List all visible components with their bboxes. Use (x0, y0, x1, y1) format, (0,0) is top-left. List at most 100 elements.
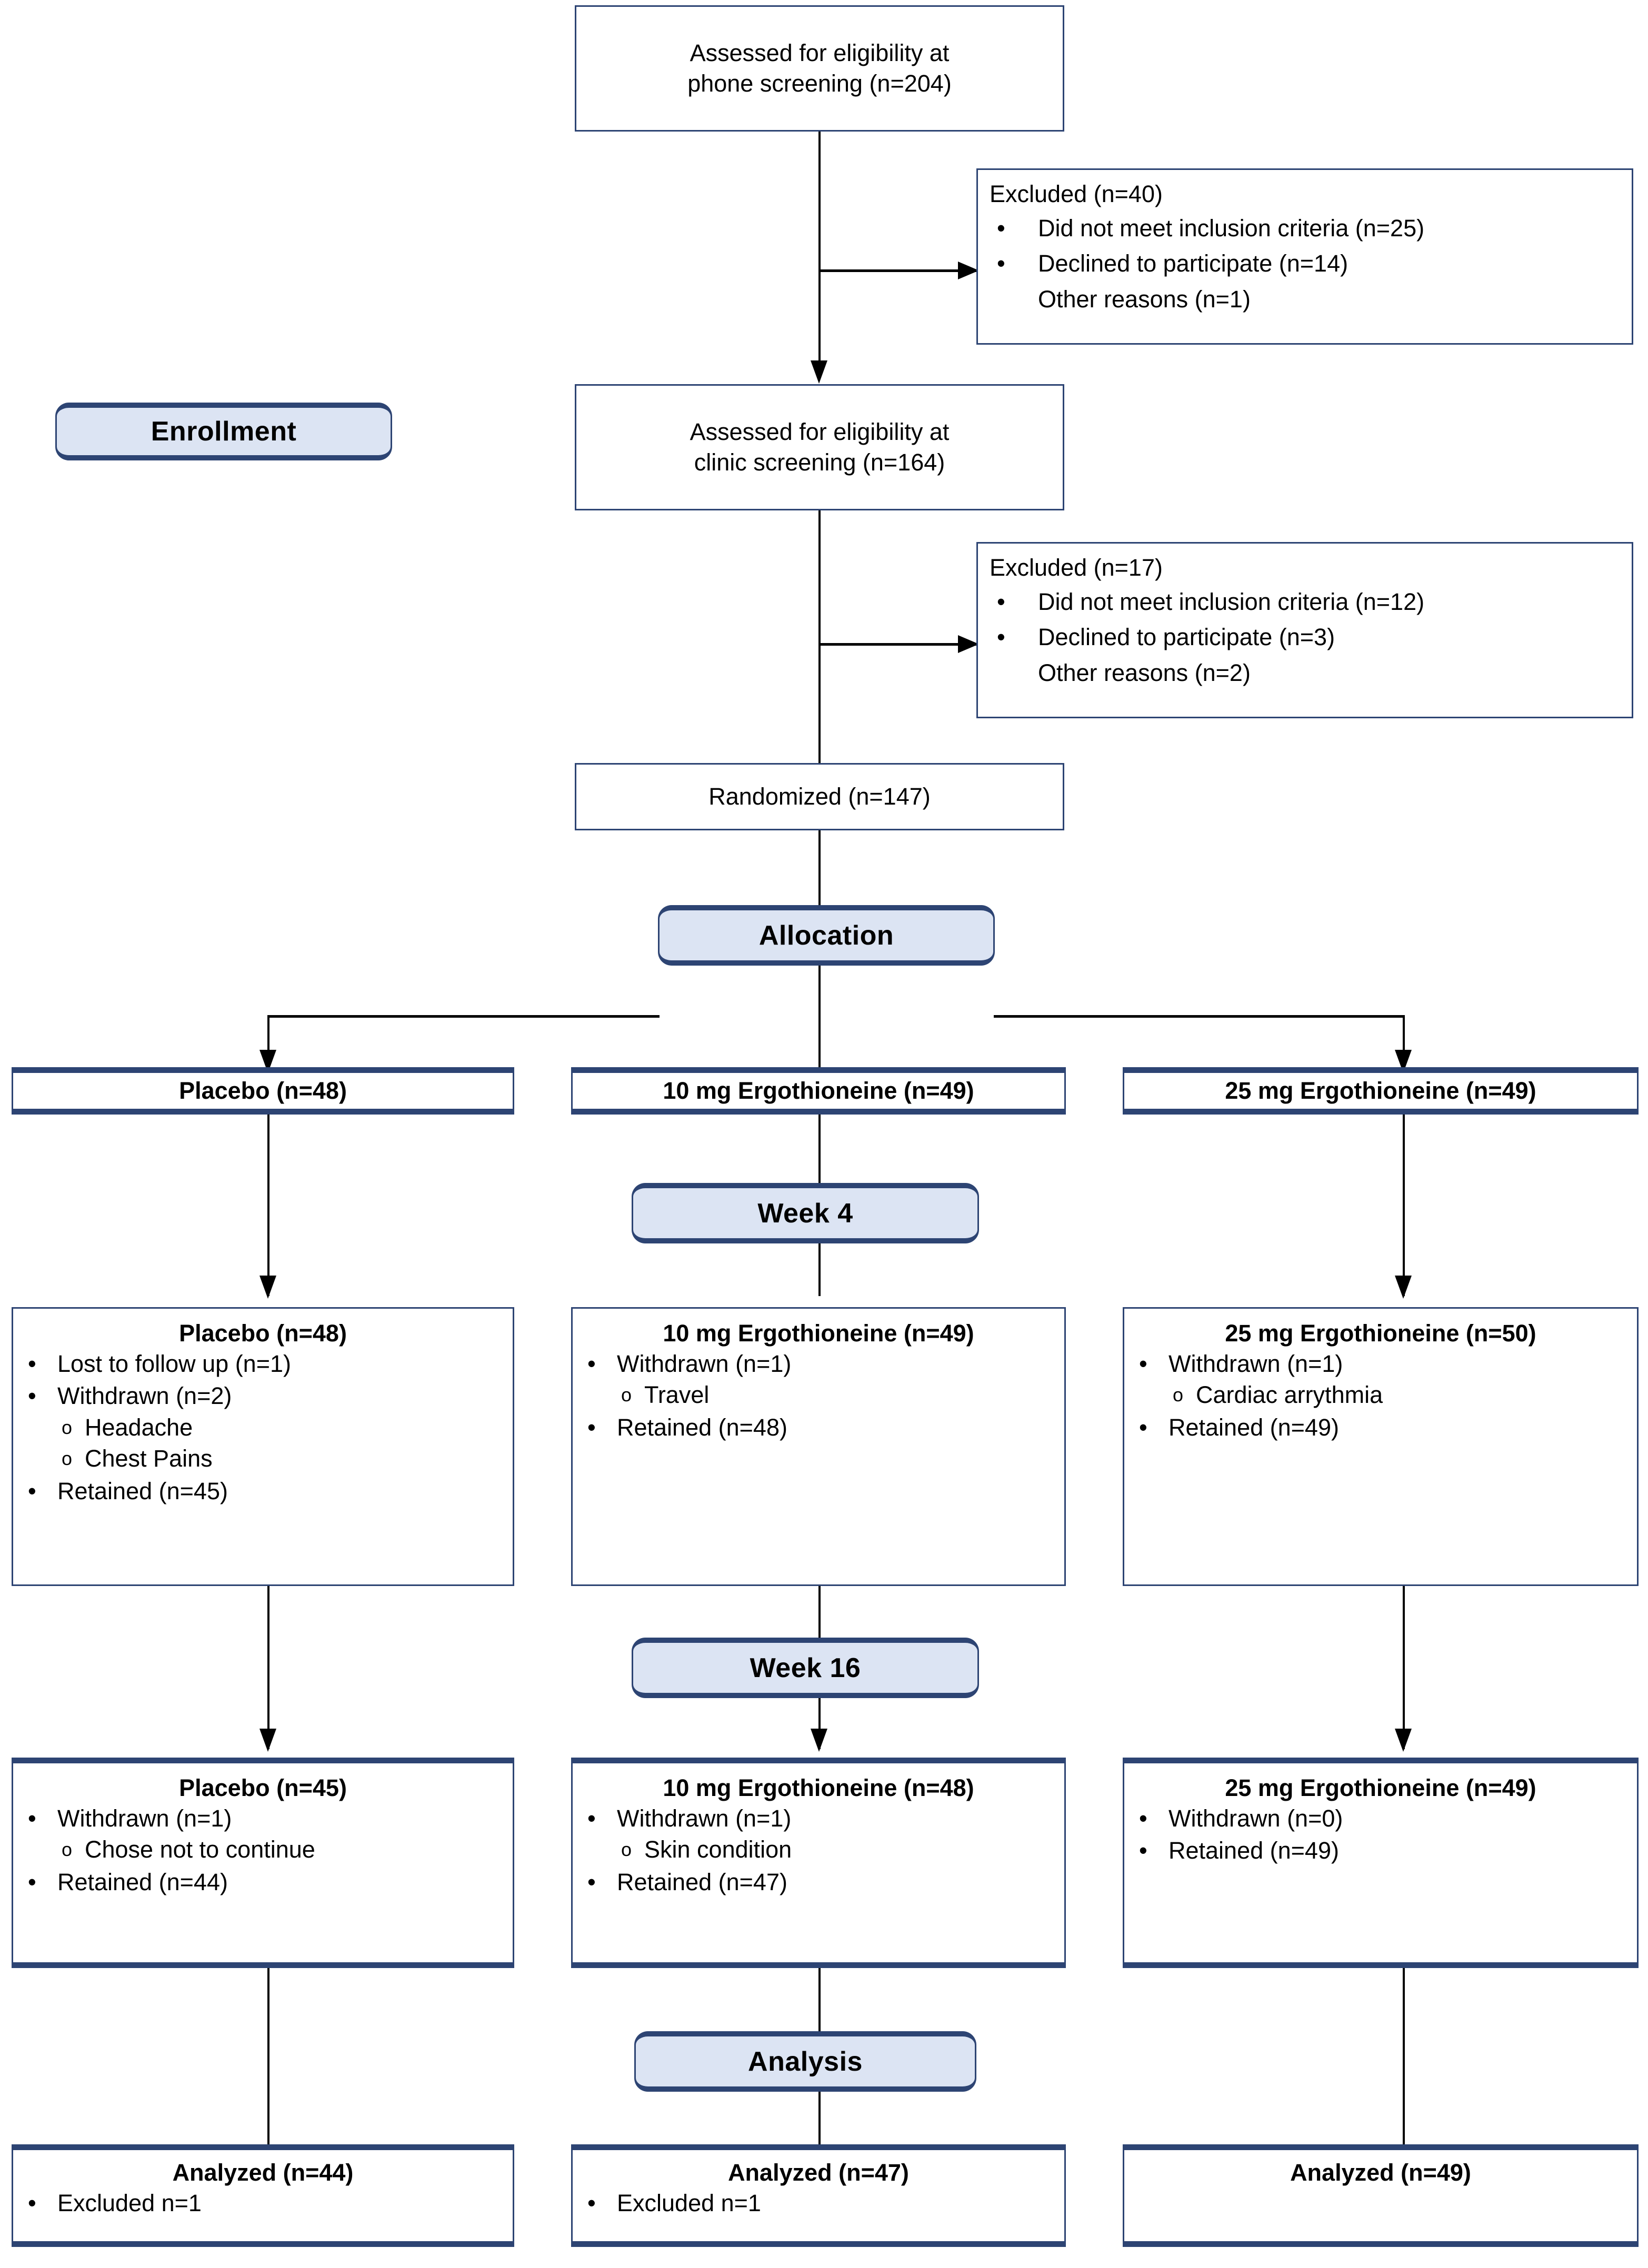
list-item: o Travel (617, 1380, 1053, 1410)
arrowhead-week16-dose10 (811, 1729, 827, 1752)
box-allocation-dose10: 10 mg Ergothioneine (n=49) (571, 1067, 1066, 1115)
list-item-label: Travel (644, 1381, 710, 1409)
box-excluded-phone: Excluded (n=40) • Did not meet inclusion… (976, 168, 1633, 345)
list-item-label: Cardiac arrythmia (1196, 1381, 1383, 1409)
allocation-dose10-text: 10 mg Ergothioneine (n=49) (663, 1077, 974, 1105)
list-item-label: Retained (n=49) (1168, 1413, 1339, 1441)
week16-dose25-title: 25 mg Ergothioneine (n=49) (1225, 1774, 1536, 1801)
phone-screening-text: Assessed for eligibility at phone screen… (687, 39, 952, 97)
list-item-label: Retained (n=47) (617, 1868, 787, 1895)
list-item: o Chose not to continue (57, 1834, 501, 1865)
list-item-label: Withdrawn (n=1) (1168, 1350, 1343, 1377)
week16-placebo-sublist: o Chose not to continue (57, 1834, 501, 1865)
connector-placebo-to-week4 (267, 1115, 269, 1296)
stage-label-analysis: Analysis (634, 2031, 976, 2092)
allocation-dose25-text: 25 mg Ergothioneine (n=49) (1225, 1077, 1536, 1105)
bullet-icon: • (587, 1413, 596, 1441)
connector-phone-to-clinic (818, 132, 821, 379)
excluded-clinic-list: • Did not meet inclusion criteria (n=12)… (990, 587, 1620, 688)
clinic-screening-text: Assessed for eligibility at clinic scree… (690, 418, 950, 476)
bullet-icon: • (1139, 1350, 1147, 1377)
bullet-icon: • (1139, 1804, 1147, 1832)
box-week16-dose25: 25 mg Ergothioneine (n=49) • Withdrawn (… (1123, 1758, 1639, 1968)
connector-week16-to-analysis-dose25 (1403, 1968, 1405, 2205)
analysis-placebo-list: • Excluded n=1 (25, 2188, 501, 2219)
list-item: Other reasons (n=2) (990, 658, 1620, 688)
list-item: • Withdrawn (n=2) o Headache o Chest Pai… (25, 1381, 501, 1474)
list-item: • Did not meet inclusion criteria (n=25) (990, 213, 1620, 244)
bullet-icon: • (28, 2189, 36, 2216)
circle-bullet-icon: o (62, 1839, 73, 1861)
list-item: • Excluded n=1 (584, 2188, 1053, 2219)
list-item: • Excluded n=1 (25, 2188, 501, 2219)
analysis-dose10-title: Analyzed (n=47) (728, 2159, 909, 2186)
week4-placebo-list: • Lost to follow up (n=1) • Withdrawn (n… (25, 1349, 501, 1507)
bullet-icon: • (28, 1382, 36, 1410)
list-item-label: Headache (85, 1413, 193, 1441)
list-item: • Declined to participate (n=14) (990, 248, 1620, 279)
stage-label-week16-text: Week 16 (750, 1652, 861, 1683)
connector-week4pill-to-dose10 (818, 1243, 821, 1296)
bullet-icon: • (587, 1350, 596, 1377)
bullet-icon: • (28, 1477, 36, 1504)
list-item-label: Excluded n=1 (617, 2189, 761, 2216)
arrowhead-week16-dose25 (1395, 1729, 1412, 1752)
list-item: • Declined to participate (n=3) (990, 622, 1620, 653)
list-item: o Cardiac arrythmia (1168, 1380, 1625, 1410)
box-excluded-clinic: Excluded (n=17) • Did not meet inclusion… (976, 542, 1633, 718)
arrowhead-phone-to-excluded (958, 262, 979, 279)
list-item: o Chest Pains (57, 1443, 501, 1474)
list-item-label: Retained (n=48) (617, 1413, 787, 1441)
list-item-label: Retained (n=44) (57, 1868, 228, 1895)
arrowhead-clinic-to-excluded (958, 635, 979, 653)
connector-week16pill-to-dose10 (818, 1698, 821, 1749)
list-item-label: Declined to participate (n=3) (1038, 624, 1335, 651)
arrowhead-dose25-to-week4 (1395, 1276, 1412, 1299)
bullet-icon: • (1139, 1413, 1147, 1441)
list-item-label: Retained (n=49) (1168, 1837, 1339, 1864)
list-item: • Withdrawn (n=1) o Cardiac arrythmia (1136, 1349, 1625, 1410)
arrowhead-placebo-to-week4 (259, 1276, 276, 1299)
excluded-phone-lead: Excluded (n=40) (990, 180, 1163, 207)
connector-clinic-to-randomized (818, 510, 821, 763)
randomized-text: Randomized (n=147) (708, 783, 931, 810)
stage-label-analysis-text: Analysis (748, 2046, 863, 2077)
list-item-label: Skin condition (644, 1836, 792, 1863)
week4-dose10-title: 10 mg Ergothioneine (n=49) (663, 1320, 974, 1347)
list-item-label: Chose not to continue (85, 1836, 315, 1863)
week4-dose25-title: 25 mg Ergothioneine (n=50) (1225, 1320, 1536, 1347)
week4-dose10-list: • Withdrawn (n=1) o Travel • Retained (n… (584, 1349, 1053, 1443)
connector-week4-to-week16-dose25 (1403, 1586, 1405, 1749)
connector-week4-to-week16pill (818, 1586, 821, 1638)
list-item: • Withdrawn (n=1) o Chose not to continu… (25, 1803, 501, 1865)
box-allocation-dose25: 25 mg Ergothioneine (n=49) (1123, 1067, 1639, 1115)
list-item: • Retained (n=49) (1136, 1835, 1625, 1866)
week4-placebo-sublist: o Headache o Chest Pains (57, 1412, 501, 1474)
box-week4-placebo: Placebo (n=48) • Lost to follow up (n=1)… (12, 1307, 514, 1586)
bullet-icon: • (997, 214, 1005, 242)
connector-allocation-split-right (994, 1015, 1404, 1018)
list-item-label: Did not meet inclusion criteria (n=25) (1038, 214, 1425, 242)
excluded-phone-list: • Did not meet inclusion criteria (n=25)… (990, 213, 1620, 315)
bullet-icon: • (28, 1350, 36, 1377)
circle-bullet-icon: o (62, 1416, 73, 1438)
week16-placebo-list: • Withdrawn (n=1) o Chose not to continu… (25, 1803, 501, 1898)
list-item: o Headache (57, 1412, 501, 1443)
analysis-dose10-list: • Excluded n=1 (584, 2188, 1053, 2219)
bullet-icon: • (587, 1804, 596, 1832)
list-item-label: Retained (n=45) (57, 1477, 228, 1504)
box-week16-dose10: 10 mg Ergothioneine (n=48) • Withdrawn (… (571, 1758, 1066, 1968)
arrowhead-week16-placebo (259, 1729, 276, 1752)
bullet-icon: • (28, 1868, 36, 1895)
analysis-dose25-title: Analyzed (n=49) (1290, 2159, 1471, 2186)
list-item-label: Withdrawn (n=0) (1168, 1804, 1343, 1832)
list-item-label: Other reasons (n=1) (1038, 285, 1251, 313)
connector-week4-to-week16-placebo (267, 1586, 269, 1749)
week16-dose10-title: 10 mg Ergothioneine (n=48) (663, 1774, 974, 1801)
week4-dose25-sublist: o Cardiac arrythmia (1168, 1380, 1625, 1410)
box-week4-dose10: 10 mg Ergothioneine (n=49) • Withdrawn (… (571, 1307, 1066, 1586)
list-item: • Retained (n=45) (25, 1476, 501, 1507)
connector-randomized-to-allocation (818, 830, 821, 909)
list-item-label: Declined to participate (n=14) (1038, 250, 1349, 277)
